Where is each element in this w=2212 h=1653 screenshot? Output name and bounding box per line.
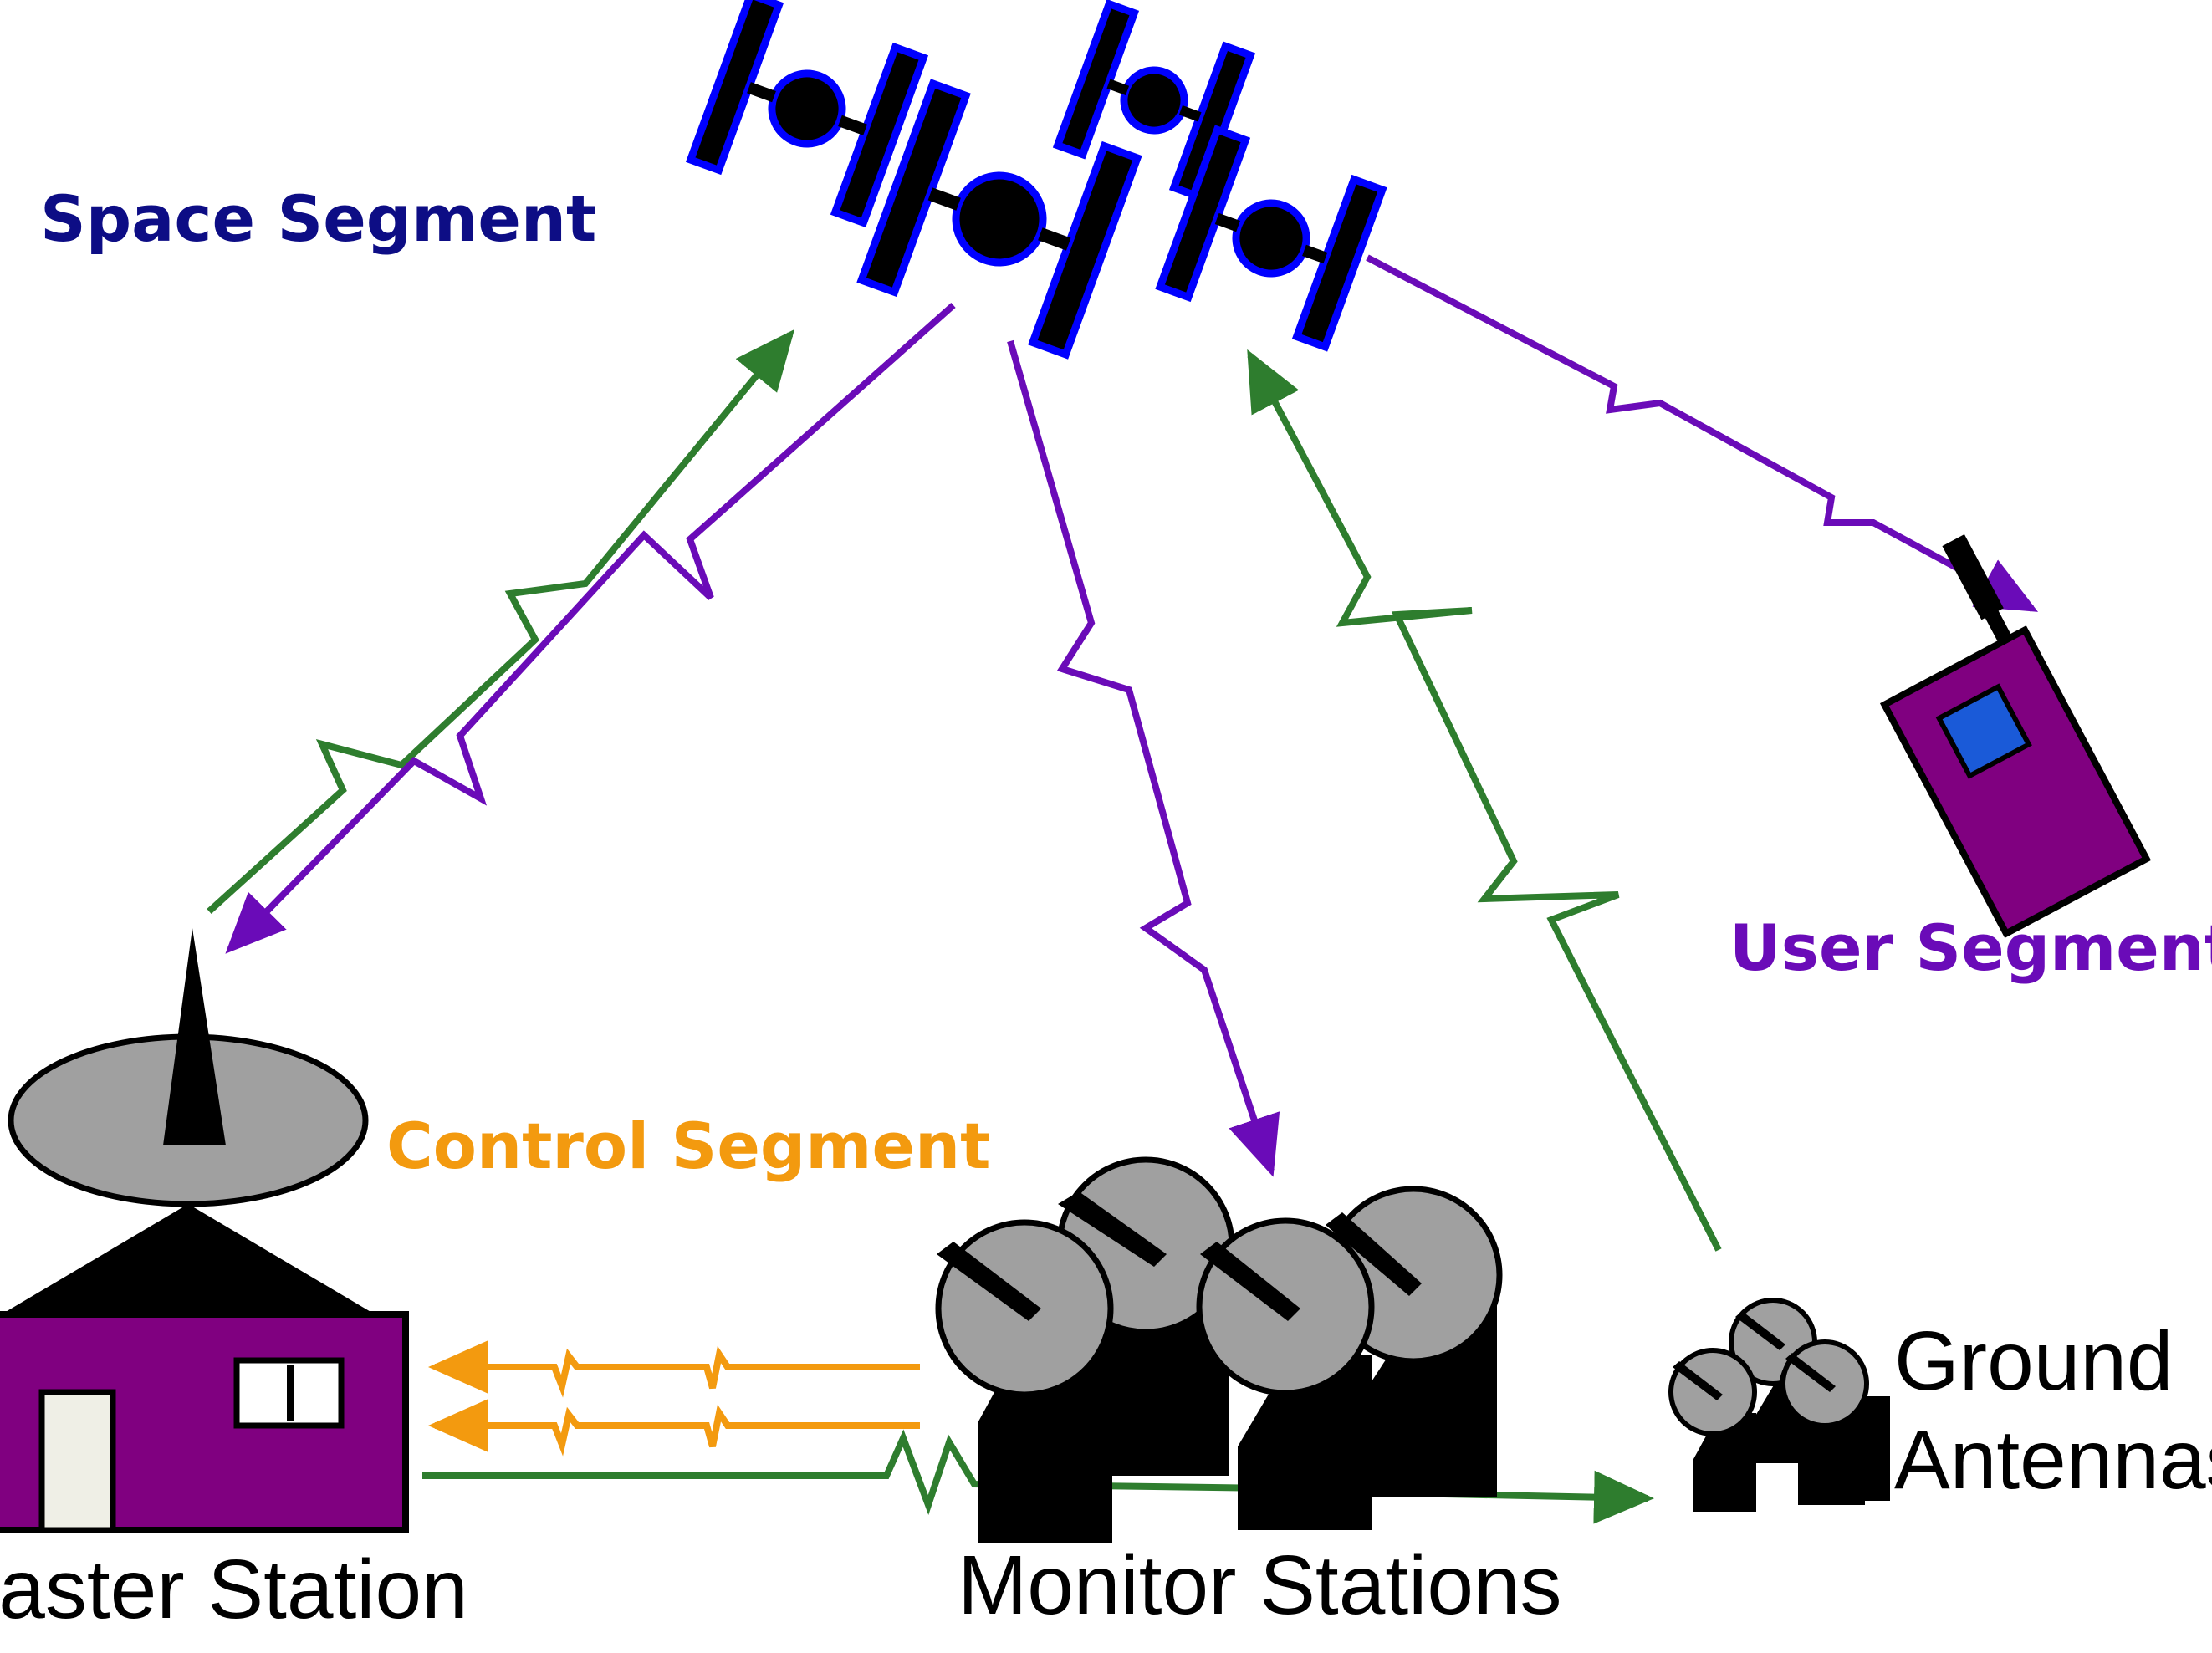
dish-antenna-icon	[1780, 1339, 1890, 1501]
dish-antenna-icon	[8, 928, 369, 1207]
downlink-signal-monitor	[1007, 339, 1280, 1177]
monitor-stations-group	[935, 1156, 1503, 1543]
handheld-receiver-icon	[1879, 534, 2152, 938]
antennas-label: Antennas	[1894, 1413, 2212, 1507]
satellite-icon	[856, 79, 1142, 360]
monitor-stations-label: Monitor Stations	[958, 1538, 1562, 1632]
ground-antennas-group	[1668, 1298, 1890, 1512]
downlink-signal-master	[225, 303, 956, 954]
satellite-icon	[685, 0, 929, 228]
control-segment-label: Control Segment	[386, 1109, 990, 1183]
building-icon	[0, 1204, 409, 1533]
space-segment-label: Space Segment	[40, 181, 596, 256]
satellite-icon	[1052, 0, 1256, 202]
user-segment-label: User Segment	[1729, 911, 2212, 985]
dish-antenna-icon	[1324, 1186, 1503, 1497]
dish-antenna-icon	[1196, 1217, 1375, 1530]
control-link-1	[428, 1340, 920, 1398]
satellite-icon	[1155, 125, 1387, 352]
dish-antenna-icon	[1668, 1348, 1757, 1512]
uplink-signal-master	[207, 329, 795, 914]
uplink-signal-ground	[1247, 349, 1722, 1252]
dish-antenna-icon	[935, 1219, 1114, 1543]
downlink-signal-user	[1366, 254, 2039, 612]
master-station-label: Master Station	[0, 1543, 468, 1636]
control-link-2	[428, 1399, 920, 1457]
ground-label: Ground	[1894, 1314, 2174, 1408]
